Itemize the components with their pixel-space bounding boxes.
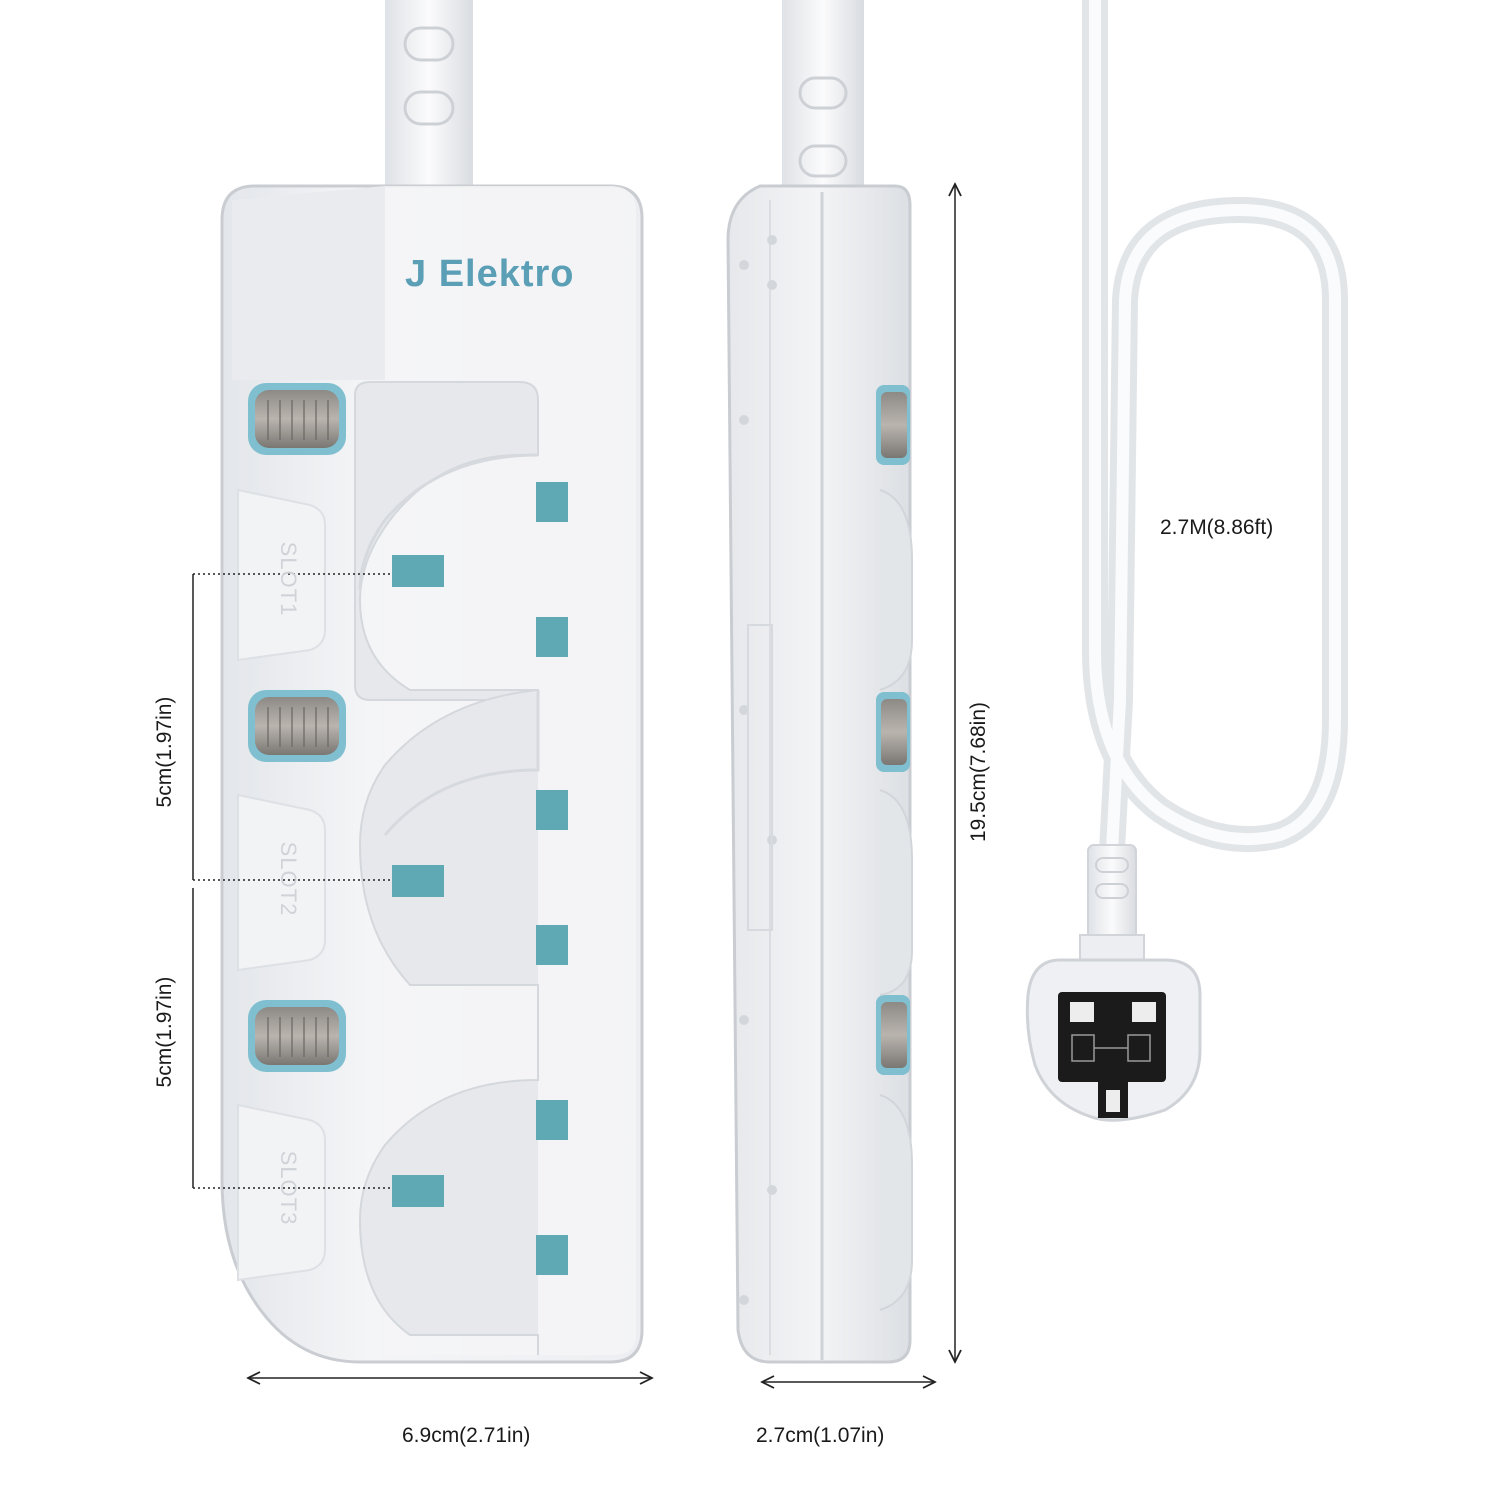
spacing-1-label: 5cm(1.97in) [153, 696, 176, 808]
cable-grip-1 [403, 26, 455, 62]
spacing-2-label: 5cm(1.97in) [153, 976, 176, 1088]
outlet-2-earth-pin [536, 790, 568, 830]
cable-and-plug [1025, 0, 1348, 1122]
depth-label: 2.7cm(1.07in) [756, 1424, 885, 1447]
switch-1[interactable] [248, 383, 346, 455]
cable-grip-2 [403, 90, 455, 126]
power-strip-side [726, 184, 912, 1364]
outlet-1-neutral-pin [536, 617, 568, 657]
cable-length-label: 2.7M(8.86ft) [1160, 516, 1274, 539]
outlet-2-neutral-pin [536, 925, 568, 965]
slot-label-3: SLOT3 [276, 1150, 301, 1226]
slot-label-1: SLOT1 [276, 541, 301, 617]
height-label: 19.5cm(7.68in) [967, 701, 990, 843]
front-view: J Elektro [220, 0, 644, 1364]
side-view [726, 0, 913, 1364]
outlet-1 [354, 381, 568, 701]
side-cable [782, 0, 864, 195]
outlet-3 [358, 1000, 568, 1355]
outlet-2-live-pin [392, 865, 444, 897]
slot-label-2: SLOT2 [276, 841, 301, 917]
power-cable [1082, 0, 1348, 940]
outlet-3-neutral-pin [536, 1235, 568, 1275]
switch-2[interactable] [248, 690, 346, 762]
width-label: 6.9cm(2.71in) [402, 1424, 531, 1447]
switch-3[interactable] [248, 1000, 346, 1072]
outlet-1-earth-pin [536, 482, 568, 522]
front-cable [385, 0, 473, 195]
dimension-lines [192, 184, 955, 1382]
brand-logo: J Elektro [405, 253, 575, 295]
outlet-3-earth-pin [536, 1100, 568, 1140]
outlet-1-live-pin [392, 555, 444, 587]
outlet-3-live-pin [392, 1175, 444, 1207]
outlet-2 [358, 689, 568, 1000]
